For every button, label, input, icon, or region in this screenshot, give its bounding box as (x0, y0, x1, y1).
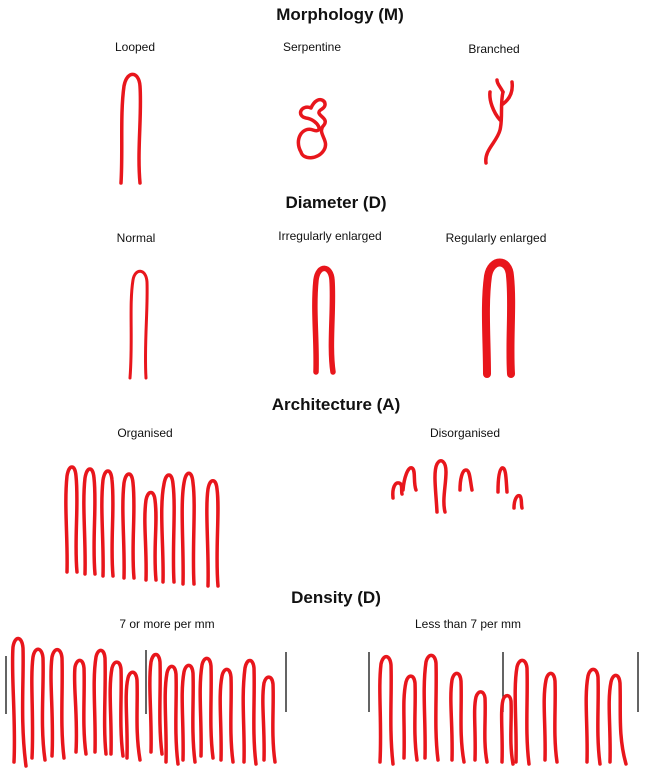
normal-capillary (128, 269, 149, 380)
disorganised-capillaries (391, 459, 524, 514)
dense-capillaries (5, 636, 287, 768)
morphology-heading: Morphology (M) (276, 5, 404, 24)
regularly-enlarged-capillary (481, 258, 516, 378)
looped-label: Looped (114, 40, 156, 54)
looped-capillary (119, 72, 143, 185)
architecture-heading: Architecture (A) (271, 395, 401, 414)
irregularly-enlarged-capillary (312, 265, 336, 375)
irregularly-enlarged-label: Irregularly enlarged (278, 229, 382, 243)
disorganised-label: Disorganised (429, 426, 501, 440)
organised-label: Organised (117, 426, 173, 440)
dense-label: 7 or more per mm (119, 617, 215, 631)
sparse-label: Less than 7 per mm (414, 617, 522, 631)
branched-capillary-fork (488, 78, 514, 122)
regularly-enlarged-label: Regularly enlarged (445, 231, 547, 245)
density-heading: Density (D) (291, 588, 381, 607)
organised-capillaries (64, 465, 220, 588)
serpentine-label: Serpentine (282, 40, 342, 54)
diameter-heading: Diameter (D) (285, 193, 387, 212)
serpentine-capillary (296, 97, 328, 160)
branched-capillary (484, 90, 505, 165)
branched-label: Branched (468, 42, 520, 56)
normal-label: Normal (116, 231, 156, 245)
sparse-capillaries (368, 652, 639, 766)
